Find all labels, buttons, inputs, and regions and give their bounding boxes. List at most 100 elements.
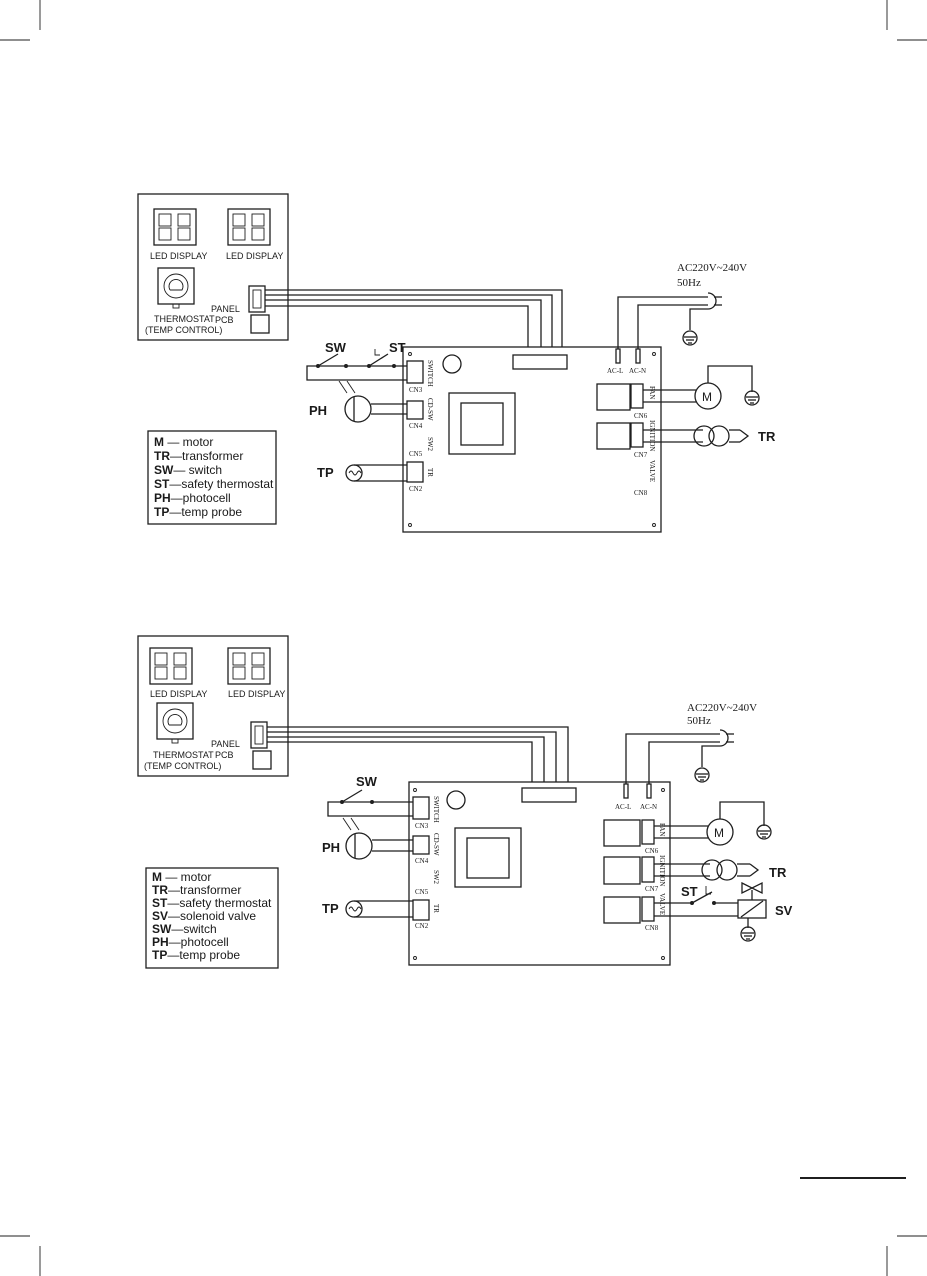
fan-connector-label: FAN xyxy=(648,386,656,399)
cn4-label: CN4 xyxy=(409,422,423,430)
motor-ground-icon xyxy=(756,824,772,840)
cn2-label: CN2 xyxy=(409,485,423,493)
motor-label: M xyxy=(702,390,712,404)
valve-connector-label: VALVE xyxy=(658,893,666,915)
legend-item: TR—transformer xyxy=(154,449,243,463)
ac-l-label: AC-L xyxy=(615,803,631,811)
ignition-transformer: TR xyxy=(654,859,787,881)
legend-item: TR—transformer xyxy=(152,883,241,897)
legend-item: TP—temp probe xyxy=(154,505,242,519)
ribbon-cable xyxy=(267,726,569,788)
ac-voltage-label: AC220V~240V xyxy=(677,262,747,274)
tr-label: TR xyxy=(769,865,787,880)
wiring-diagram-1: LED DISPLAY LED DISPLAY THERMOSTAT (TEMP… xyxy=(137,193,776,533)
st-label: ST xyxy=(389,340,406,355)
led-display-left xyxy=(153,208,197,246)
main-pcb: CN3 SWITCH CN4 CD-SW SW2 CN5 CN2 TR CN6 … xyxy=(408,781,671,966)
panel-pcb-label: PANEL xyxy=(211,304,240,314)
main-pcb: CN3 SWITCH CN4 CD-SW SW2 CN5 CN2 TR CN6 … xyxy=(402,346,662,533)
valve-ground-icon xyxy=(740,926,756,942)
switch-circuit: SW xyxy=(327,774,413,817)
st-label: ST xyxy=(681,884,698,899)
cn3-label: CN3 xyxy=(415,822,429,830)
wiring-diagram-2: LED DISPLAY LED DISPLAY THERMOSTAT (TEMP… xyxy=(137,635,793,969)
sw-label: SW xyxy=(325,340,347,355)
thermostat-sublabel: (TEMP CONTROL) xyxy=(145,325,222,335)
led-display-left-label: LED DISPLAY xyxy=(150,689,207,699)
legend-item: SW— switch xyxy=(154,463,222,477)
cn7-label: CN7 xyxy=(645,885,659,893)
cdsw-connector-label: CD-SW xyxy=(432,833,440,856)
panel-pcb-sublabel: PCB xyxy=(215,750,234,760)
motor-label: M xyxy=(714,826,724,840)
cn6-label: CN6 xyxy=(645,847,659,855)
tp-label: TP xyxy=(322,901,339,916)
ac-frequency-label: 50Hz xyxy=(677,277,701,289)
led-display-right xyxy=(227,208,271,246)
ac-n-label: AC-N xyxy=(629,367,646,375)
fan-connector-label: FAN xyxy=(658,823,666,836)
tr-connector-label: TR xyxy=(432,904,440,913)
led-display-left-label: LED DISPLAY xyxy=(150,251,207,261)
valve-connector-label: VALVE xyxy=(648,460,656,482)
panel-connector xyxy=(250,721,272,770)
ignition-connector-label: IGNITION xyxy=(658,855,666,887)
valve-circuit: ST SV xyxy=(654,881,793,942)
panel-pcb: LED DISPLAY LED DISPLAY THERMOSTAT (TEMP… xyxy=(137,193,289,341)
ac-frequency-label: 50Hz xyxy=(687,715,711,727)
switch-circuit: SW ST xyxy=(306,340,407,381)
cn8-label: CN8 xyxy=(645,924,659,932)
cn4-label: CN4 xyxy=(415,857,429,865)
legend-item: ST—safety thermostat xyxy=(154,477,274,491)
sw2-label: SW2 xyxy=(432,870,440,885)
cn3-label: CN3 xyxy=(409,386,423,394)
fan-motor: M xyxy=(654,801,772,846)
temp-probe: TP xyxy=(322,900,413,918)
cn8-label: CN8 xyxy=(634,489,648,497)
panel-pcb: LED DISPLAY LED DISPLAY THERMOSTAT (TEMP… xyxy=(137,635,289,777)
photocell: PH xyxy=(309,380,407,423)
ignition-transformer: TR xyxy=(643,425,776,447)
legend-item: SW—switch xyxy=(152,922,217,936)
thermostat-label: THERMOSTAT xyxy=(154,314,215,324)
photocell-icon xyxy=(344,395,372,423)
tr-connector-label: TR xyxy=(426,468,434,477)
transformer-icon xyxy=(701,859,723,881)
led-display-right-label: LED DISPLAY xyxy=(226,251,283,261)
ground-icon xyxy=(694,767,710,783)
ac-n-label: AC-N xyxy=(640,803,657,811)
legend-item: ST—safety thermostat xyxy=(152,896,272,910)
legend-2: M — motor TR—transformer ST—safety therm… xyxy=(145,867,279,969)
photocell: PH xyxy=(322,817,413,860)
ph-label: PH xyxy=(309,403,327,418)
thermostat-knob xyxy=(156,702,194,744)
led-display-left xyxy=(149,647,193,685)
legend-item: M — motor xyxy=(154,435,213,449)
tr-label: TR xyxy=(758,429,776,444)
temp-probe: TP xyxy=(317,464,407,482)
ground-icon xyxy=(682,330,698,346)
legend-item: SV—solenoid valve xyxy=(152,909,256,923)
solenoid-valve-icon xyxy=(737,881,767,919)
panel-connector xyxy=(248,285,270,334)
legend-item: PH—photocell xyxy=(152,935,229,949)
ac-supply: AC220V~240V 50Hz xyxy=(625,702,757,784)
transformer-icon xyxy=(693,425,715,447)
led-display-right xyxy=(227,647,271,685)
legend-item: M — motor xyxy=(152,870,211,884)
switch-connector-label: SWITCH xyxy=(432,796,440,823)
sw-label: SW xyxy=(356,774,378,789)
photocell-icon xyxy=(345,832,373,860)
sw2-label: SW2 xyxy=(426,437,434,452)
thermostat-label: THERMOSTAT xyxy=(153,750,214,760)
ribbon-cable xyxy=(265,289,563,355)
legend-1: M — motor TR—transformer SW— switch ST—s… xyxy=(147,430,277,525)
cn5-label: CN5 xyxy=(415,888,429,896)
led-display-right-label: LED DISPLAY xyxy=(228,689,285,699)
ac-l-label: AC-L xyxy=(607,367,623,375)
tp-label: TP xyxy=(317,465,334,480)
cn5-label: CN5 xyxy=(409,450,423,458)
cn7-label: CN7 xyxy=(634,451,648,459)
